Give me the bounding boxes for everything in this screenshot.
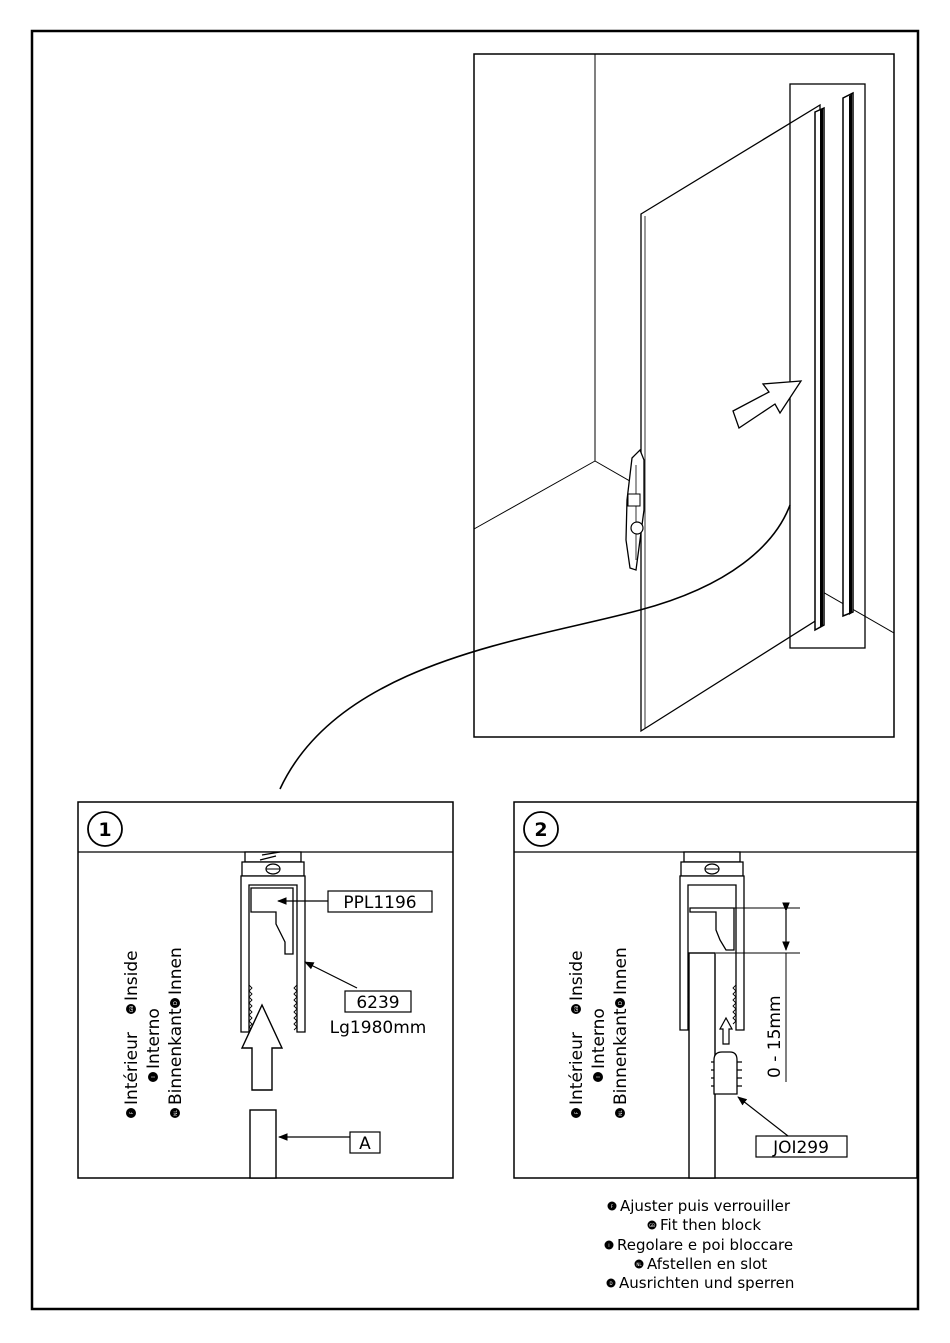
orientation-i: Interno bbox=[144, 1008, 164, 1069]
orientation-i: Interno bbox=[589, 1008, 609, 1069]
step-2-joi299-part bbox=[714, 1052, 737, 1094]
label-length: Lg1980mm bbox=[330, 1018, 427, 1038]
step-2-orientation: F Intérieur GB Inside I Interno NL Binne… bbox=[567, 947, 631, 1118]
svg-text:I: I bbox=[151, 1076, 157, 1077]
svg-text:NL: NL bbox=[636, 1262, 642, 1267]
step-1-orientation: F Intérieur GB Inside I Interno NL Binne… bbox=[122, 947, 186, 1118]
instruction-item: NL Afstellen en slot bbox=[635, 1255, 768, 1273]
step-1-panel-a bbox=[250, 1110, 276, 1178]
svg-text:F: F bbox=[574, 1111, 580, 1114]
instructions-block: F Ajuster puis verrouiller GB Fit then b… bbox=[605, 1197, 795, 1292]
orientation-d: Innen bbox=[611, 947, 631, 995]
svg-text:GB: GB bbox=[129, 1006, 135, 1013]
svg-text:NL: NL bbox=[173, 1110, 179, 1116]
instruction-item: F Ajuster puis verrouiller bbox=[608, 1197, 791, 1215]
instruction-item: D Ausrichten und sperren bbox=[607, 1274, 795, 1292]
instruction-text: Ajuster puis verrouiller bbox=[620, 1197, 791, 1215]
svg-text:I: I bbox=[608, 1243, 609, 1248]
orientation-f: Intérieur bbox=[567, 1032, 587, 1105]
svg-text:D: D bbox=[173, 1001, 179, 1005]
adjust-range: 0 - 15mm bbox=[765, 995, 785, 1078]
label-6239: 6239 bbox=[356, 993, 399, 1013]
svg-text:GB: GB bbox=[574, 1006, 580, 1013]
instruction-item: GB Fit then block bbox=[648, 1216, 762, 1234]
orientation-gb: Inside bbox=[122, 950, 142, 1001]
step-2-panel: 2 0 - 15mm JOI299 F bbox=[514, 802, 917, 1178]
step-1-clip bbox=[251, 888, 293, 954]
orientation-d: Innen bbox=[166, 947, 186, 995]
orientation-nl: Binnenkant bbox=[611, 1008, 631, 1105]
label-a: A bbox=[359, 1134, 371, 1154]
label-ppl1196: PPL1196 bbox=[343, 893, 416, 913]
instruction-item: I Regolare e poi bloccare bbox=[605, 1236, 794, 1254]
orientation-gb: Inside bbox=[567, 950, 587, 1001]
svg-text:I: I bbox=[596, 1076, 602, 1077]
svg-text:F: F bbox=[129, 1111, 135, 1114]
orientation-f: Intérieur bbox=[122, 1032, 142, 1105]
instruction-text: Afstellen en slot bbox=[647, 1255, 767, 1273]
svg-text:NL: NL bbox=[618, 1110, 624, 1116]
step-1-panel: 1 PPL1196 6239 Lg1980mm A bbox=[78, 802, 453, 1178]
step-2-adjust-arrow bbox=[720, 1018, 732, 1044]
svg-text:D: D bbox=[609, 1281, 612, 1286]
instruction-text: Ausrichten und sperren bbox=[619, 1274, 794, 1292]
orientation-nl: Binnenkant bbox=[166, 1008, 186, 1105]
svg-text:D: D bbox=[618, 1001, 624, 1005]
step-1-profile bbox=[241, 852, 305, 1032]
step-1-number: 1 bbox=[98, 819, 111, 841]
instruction-text: Regolare e poi bloccare bbox=[617, 1236, 793, 1254]
step-2-clip bbox=[690, 908, 734, 950]
instruction-text: Fit then block bbox=[660, 1216, 761, 1234]
svg-text:GB: GB bbox=[649, 1223, 655, 1228]
door-panel bbox=[641, 105, 820, 731]
label-joi299: JOI299 bbox=[772, 1138, 829, 1158]
step-2-glass-panel bbox=[689, 953, 715, 1178]
step-2-number: 2 bbox=[534, 819, 547, 841]
